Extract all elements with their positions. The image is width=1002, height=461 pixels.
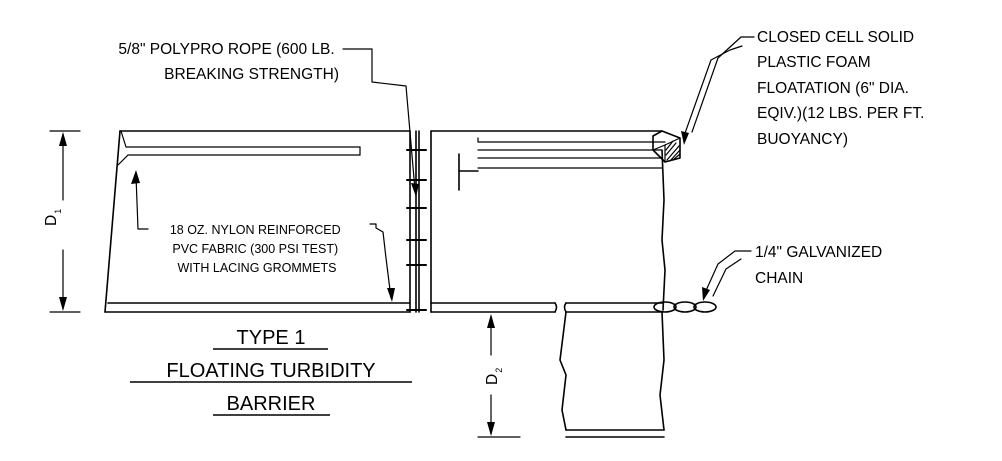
title-line-1: TYPE 1: [237, 327, 306, 349]
foam-float: [652, 130, 681, 163]
lacing-seam: [406, 130, 432, 313]
d1-label: D1: [43, 209, 63, 226]
rope-callout: 5/8" POLYPRO ROPE (600 LB. BREAKING STRE…: [118, 41, 339, 83]
d2-dimension: [477, 314, 521, 438]
title-line-2: FLOATING TURBIDITY: [166, 360, 375, 382]
chain-callout: 1/4" GALVANIZED CHAIN: [755, 244, 887, 287]
galvanized-chain: [653, 301, 717, 313]
rope-leader: [342, 48, 419, 197]
fabric-callout: 18 OZ. NYLON REINFORCED PVC FABRIC (300 …: [170, 223, 344, 275]
drawing-title: TYPE 1 FLOATING TURBIDITY BARRIER: [130, 327, 412, 416]
foam-leader: [681, 36, 755, 145]
left-fabric-panel: [104, 130, 411, 313]
d1-dimension: [49, 130, 81, 313]
chain-leader: [702, 250, 752, 301]
d2-label: D2: [484, 368, 504, 385]
foam-callout: CLOSED CELL SOLID PLASTIC FOAM FLOATATIO…: [757, 29, 929, 148]
fabric-leader: [131, 170, 395, 302]
right-fabric-panel: [430, 130, 666, 438]
title-line-3: BARRIER: [227, 393, 316, 415]
